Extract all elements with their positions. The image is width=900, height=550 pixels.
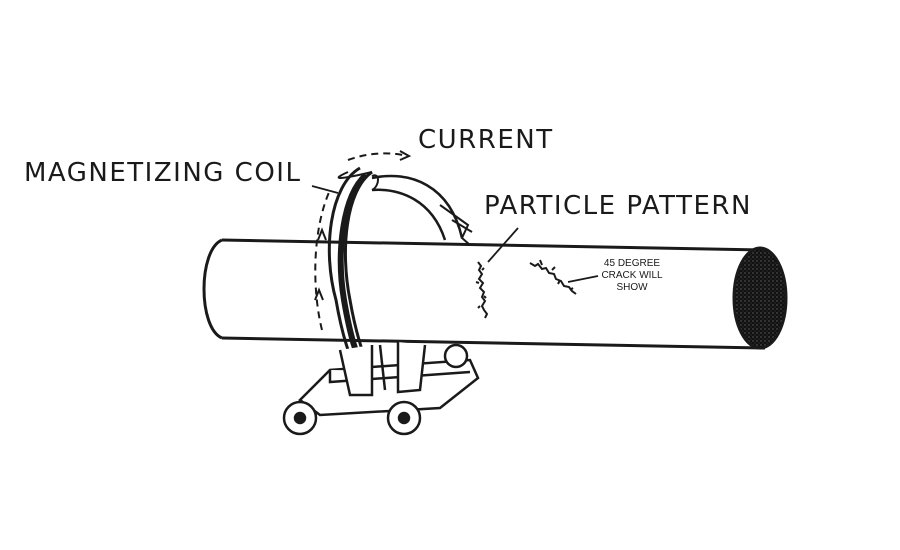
leader-lines xyxy=(311,185,599,283)
pipe xyxy=(202,238,766,350)
particle-pattern-2-crack xyxy=(529,259,577,295)
label-particle-pattern: PARTICLE PATTERN xyxy=(484,191,752,221)
crack-note-line-2: CRACK WILL xyxy=(601,270,663,281)
coil-back xyxy=(371,174,464,241)
current-flow-arrows xyxy=(314,150,412,331)
pipe-end xyxy=(732,246,788,350)
wheels xyxy=(282,343,469,436)
label-crack-note: 45 DEGREE CRACK WILL SHOW xyxy=(590,258,674,294)
crack-note-line-3: SHOW xyxy=(616,282,648,293)
label-current: CURRENT xyxy=(418,125,554,155)
wheel-back xyxy=(443,343,469,369)
coil-stand xyxy=(298,342,480,417)
label-magnetizing-coil: MAGNETIZING COIL xyxy=(24,158,302,188)
crack-note-line-1: 45 DEGREE xyxy=(603,258,661,269)
particle-pattern-1 xyxy=(475,261,489,319)
coil-bracket xyxy=(439,204,473,246)
